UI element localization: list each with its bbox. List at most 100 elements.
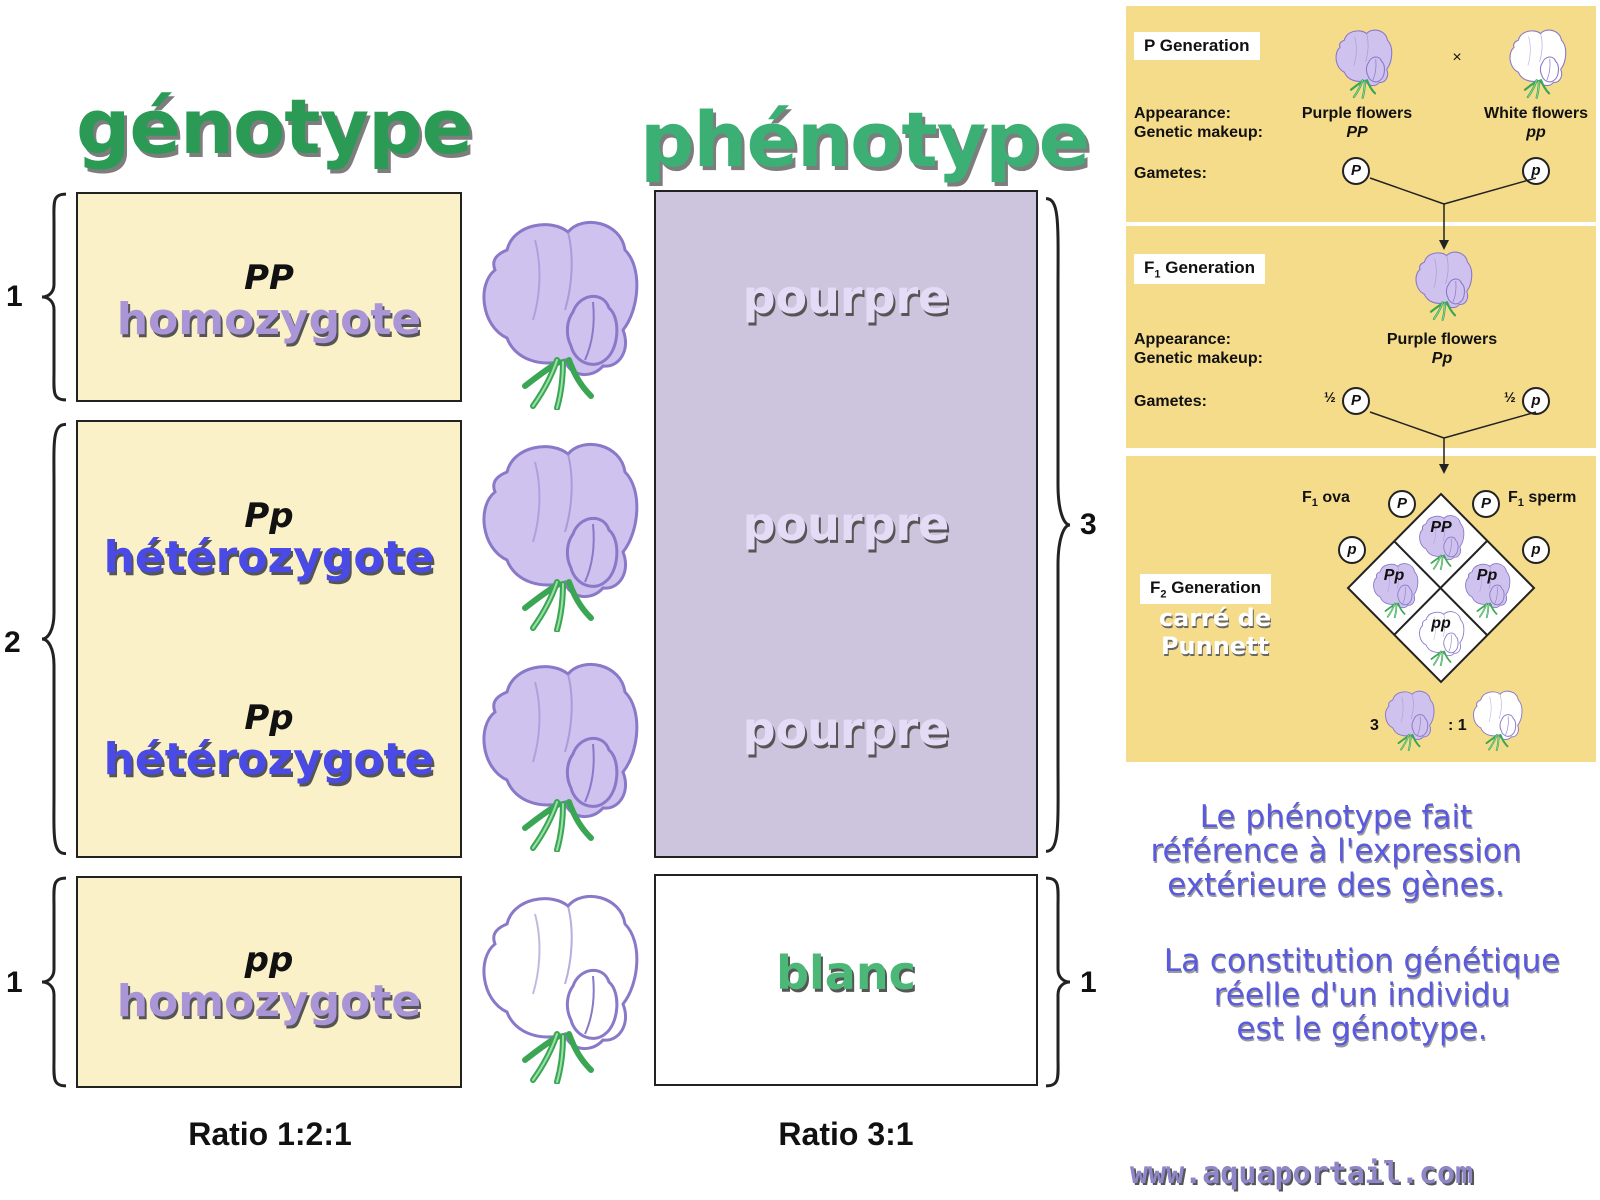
- ova-sub: 1: [1311, 497, 1318, 510]
- genotype-box-heterozygote: Pp hétérozygote Pp hétérozygote: [76, 420, 462, 858]
- punnett-cell-left: Pp: [1372, 562, 1419, 618]
- allele-label: PP: [244, 258, 294, 298]
- cross-symbol: ×: [1452, 49, 1462, 66]
- note-line: réelle d'un individu: [1213, 977, 1511, 1013]
- f1-generation-panel: F1 Generation Appearance: Genetic makeup:…: [1126, 226, 1596, 448]
- half-fraction: ½: [1324, 389, 1336, 405]
- website-link[interactable]: www.aquaportail.com: [1130, 1156, 1474, 1191]
- note-line: Le phénotype fait: [1199, 799, 1473, 835]
- makeup-value: Pp: [1431, 350, 1453, 367]
- allele-label: Pp: [244, 496, 294, 536]
- phenotype-label: pourpre: [742, 270, 950, 324]
- genotype-count-2: 2: [4, 626, 21, 659]
- sperm-gamete-p: p: [1522, 536, 1550, 564]
- white-flower-icon: [470, 884, 646, 1084]
- phenotype-bracket-1: [1044, 876, 1074, 1088]
- phenotype-ratio: Ratio 3:1: [778, 1116, 914, 1152]
- sperm-sub: 1: [1517, 497, 1524, 510]
- f1-suffix: Generation: [1160, 258, 1255, 277]
- appearance-value: Purple flowers: [1386, 331, 1498, 348]
- makeup-value: pp: [1526, 124, 1546, 141]
- f2-generation-panel: F1 ova F1 sperm P P p p F2 Generation ca…: [1126, 456, 1596, 762]
- genotype-bracket-1: [38, 192, 68, 402]
- punnett-square: PP Pp Pp pp: [1346, 492, 1536, 684]
- f2-ratio-left: 3: [1370, 717, 1379, 734]
- phenotype-label: pourpre: [742, 497, 950, 551]
- phenotype-bracket-3: [1044, 192, 1074, 858]
- note-line: est le génotype.: [1236, 1011, 1488, 1047]
- genotype-bracket-3: [38, 876, 68, 1088]
- phenotype-label: blanc: [776, 946, 916, 1000]
- phenotype-box-purple: pourpre pourpre pourpre: [654, 190, 1038, 858]
- sperm-prefix: F: [1508, 489, 1518, 506]
- appearance-label: Appearance: Genetic makeup:: [1134, 104, 1263, 142]
- zygosity-label: homozygote: [116, 976, 422, 1027]
- sperm-suffix: sperm: [1523, 489, 1577, 506]
- purple-flower-icon: [470, 432, 646, 632]
- phenotype-count-1: 1: [1080, 966, 1097, 999]
- genotype-count-1: 1: [6, 280, 23, 313]
- punnett-cell-label: pp: [1430, 615, 1451, 632]
- f2-sub: 2: [1160, 588, 1167, 601]
- p-generation-panel: P Generation × Appearance: Genetic makeup…: [1126, 6, 1596, 222]
- f1-generation-label: F1 Generation: [1134, 254, 1265, 285]
- white-appearance: White flowers pp: [1466, 104, 1600, 142]
- appearance-value: White flowers: [1483, 105, 1588, 122]
- punnett-title-line: Punnett: [1160, 632, 1270, 660]
- appearance-value: Purple flowers: [1301, 105, 1413, 122]
- purple-flower-icon: [1382, 686, 1436, 752]
- f1-sperm-label: F1 sperm: [1508, 488, 1576, 513]
- gametes-label: Gametes:: [1134, 165, 1207, 182]
- punnett-cell-label: Pp: [1477, 567, 1498, 584]
- appearance-text: Appearance:: [1134, 331, 1231, 348]
- f2-generation-label: F2 Generation: [1140, 574, 1271, 605]
- genotype-box-pp-recessive: pp homozygote: [76, 876, 462, 1088]
- genotype-count-3: 1: [6, 966, 23, 999]
- ova-gamete-P: P: [1388, 490, 1416, 518]
- makeup-text: Genetic makeup:: [1134, 124, 1263, 141]
- phenotype-label: pourpre: [742, 702, 950, 756]
- p-generation-label: P Generation: [1134, 32, 1260, 60]
- punnett-cell-top: PP: [1418, 514, 1465, 570]
- cross-lines: [1369, 177, 1537, 474]
- gamete-circle: p: [1522, 387, 1550, 415]
- f1-ova-label: F1 ova: [1302, 488, 1350, 513]
- allele-label: pp: [244, 940, 294, 980]
- sperm-gamete-P: P: [1472, 490, 1500, 518]
- genotype-bracket-2: [38, 420, 68, 858]
- appearance-text: Appearance:: [1134, 105, 1231, 122]
- genotype-title: génotype: [76, 82, 473, 171]
- makeup-value: PP: [1346, 124, 1368, 141]
- genotype-ratio: Ratio 1:2:1: [188, 1116, 352, 1152]
- zygosity-label: hétérozygote: [103, 532, 435, 583]
- genotype-box-pp-homozygote: PP homozygote: [76, 192, 462, 402]
- makeup-text: Genetic makeup:: [1134, 350, 1263, 367]
- gametes-label: Gametes:: [1134, 393, 1207, 410]
- punnett-cell-right: Pp: [1464, 562, 1511, 618]
- phenotype-definition: Le phénotype fait référence à l'expressi…: [1116, 800, 1556, 902]
- zygosity-label: hétérozygote: [103, 734, 435, 785]
- allele-label: Pp: [244, 698, 294, 738]
- f1-prefix: F: [1144, 258, 1155, 277]
- f1-sub: 1: [1154, 268, 1161, 281]
- purple-flower-icon: [470, 210, 646, 410]
- ova-gamete-p: p: [1338, 536, 1366, 564]
- punnett-title: carré de Punnett: [1140, 604, 1290, 660]
- note-line: référence à l'expression: [1150, 833, 1522, 869]
- ova-prefix: F: [1302, 489, 1312, 506]
- half-fraction: ½: [1504, 389, 1516, 405]
- purple-flower-icon: [470, 652, 646, 852]
- note-line: La constitution génétique: [1163, 943, 1561, 979]
- zygosity-label: homozygote: [116, 294, 422, 345]
- phenotype-title: phénotype: [640, 95, 1090, 184]
- punnett-cell-label: Pp: [1384, 567, 1405, 584]
- phenotype-count-3: 3: [1080, 508, 1097, 541]
- phenotype-box-white: blanc: [654, 874, 1038, 1086]
- ova-suffix: ova: [1317, 489, 1350, 506]
- gamete-circle: P: [1342, 387, 1370, 415]
- gamete-circle: P: [1342, 157, 1370, 185]
- f2-prefix: F: [1150, 578, 1161, 597]
- f2-ratio-right: : 1: [1448, 717, 1467, 734]
